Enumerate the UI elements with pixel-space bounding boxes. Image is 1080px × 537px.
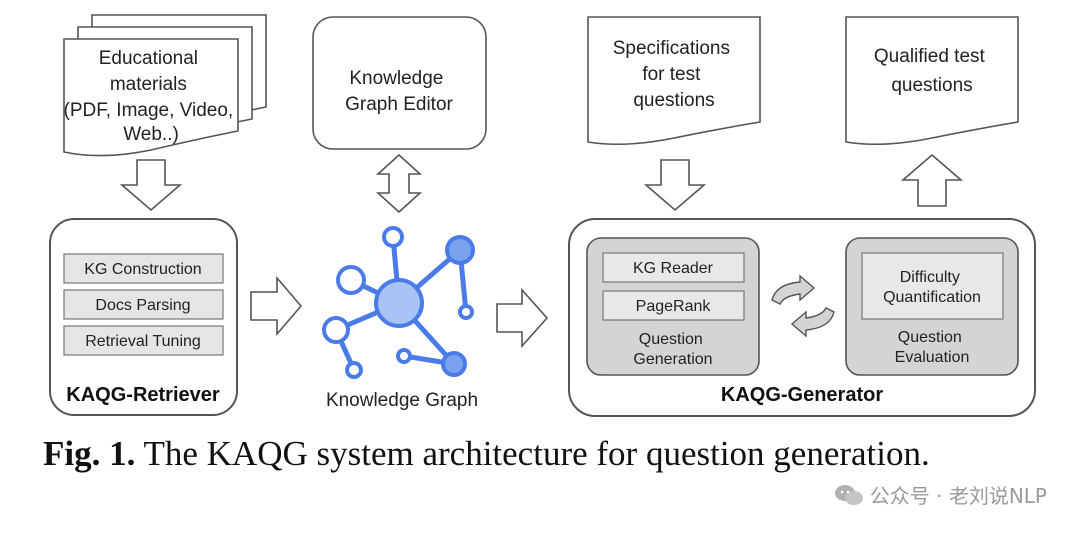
graph-node: [458, 304, 474, 320]
generator-item-box: [602, 252, 745, 283]
specs-line-3: questions: [633, 90, 714, 111]
generator-item-box: [602, 290, 745, 321]
qualified-line-1: Qualified test: [874, 46, 986, 67]
wechat-icon: [834, 484, 863, 505]
materials-label: Educational materials (PDF, Image, Video…: [64, 48, 239, 145]
cycle-arrows-icon: [771, 274, 835, 338]
question-generation-line-1: Question: [639, 331, 703, 348]
editor-line-2: Graph Editor: [345, 94, 453, 115]
knowledge-graph-label: Knowledge Graph: [326, 390, 478, 411]
svg-text:Qualified test questions: Qualified test questions: [874, 46, 990, 96]
materials-line-3: (PDF, Image, Video,: [64, 100, 234, 121]
graph-node: [396, 348, 412, 364]
graph-node: [441, 351, 467, 377]
qualified-questions-doc: Qualified test questions: [845, 16, 1019, 146]
figure-caption: Fig. 1. The KAQG system architecture for…: [43, 432, 1046, 476]
svg-text:Question Generation: Question Generation: [633, 331, 712, 368]
difficulty-line-1: Difficulty: [900, 269, 960, 286]
retriever-item-box: [63, 253, 224, 284]
question-evaluation-line-1: Question: [898, 329, 962, 346]
watermark: 公众号 · 老刘说NLP: [834, 480, 1047, 509]
retriever-item-box: [63, 289, 224, 320]
svg-text:Difficulty Quantificat: Difficulty Quantification: [883, 269, 981, 306]
retriever-item-label: Retrieval Tuning: [85, 333, 201, 350]
knowledge-graph-editor-box: Knowledge Graph Editor: [312, 16, 487, 150]
question-evaluation-line-2: Evaluation: [895, 349, 970, 366]
graph-node: [322, 316, 350, 344]
caption-fig-label: Fig. 1.: [43, 434, 136, 473]
materials-line-1: Educational: [99, 48, 198, 69]
svg-text:Question Evaluation: Question Evaluation: [895, 329, 970, 366]
generator-title: KAQG-Generator: [721, 384, 883, 406]
generator-item-label: KG Reader: [633, 260, 714, 277]
qualified-line-2: questions: [891, 75, 972, 96]
down-arrow-icon: [643, 159, 707, 212]
kaqg-retriever-box: KG Construction Docs Parsing Retrieval T…: [49, 218, 238, 416]
retriever-item-label: Docs Parsing: [95, 297, 190, 314]
graph-node: [374, 278, 424, 328]
caption-text: The KAQG system architecture for questio…: [143, 434, 930, 473]
educational-materials-docs: Educational materials (PDF, Image, Video…: [63, 14, 267, 157]
question-generation-line-2: Generation: [633, 351, 712, 368]
difficulty-quantification-box: [861, 252, 1004, 320]
specifications-doc: Specifications for test questions: [587, 16, 761, 146]
up-down-arrow-icon: [375, 153, 423, 214]
specs-line-2: for test: [642, 64, 701, 85]
up-arrow-icon: [900, 153, 964, 207]
specs-line-1: Specifications: [613, 38, 730, 59]
materials-line-4: Web..): [123, 124, 179, 145]
svg-text:Knowledge Graph Editor: Knowledge Graph Editor: [345, 68, 453, 115]
graph-node: [336, 265, 366, 295]
graph-node: [345, 361, 363, 379]
retriever-title: KAQG-Retriever: [66, 384, 220, 406]
editor-line-1: Knowledge: [349, 68, 443, 89]
graph-node: [382, 226, 404, 248]
svg-text:Specifications for test: Specifications for test questions: [613, 38, 736, 111]
question-generation-panel: KG Reader PageRank Question Generation: [586, 237, 760, 376]
kaqg-generator-box: KG Reader PageRank Question Generation D…: [568, 218, 1036, 417]
right-arrow-icon: [250, 275, 303, 337]
question-evaluation-panel: Difficulty Quantification Question Evalu…: [845, 237, 1019, 376]
graph-node: [445, 235, 475, 265]
materials-line-2: materials: [110, 74, 187, 95]
difficulty-line-2: Quantification: [883, 289, 981, 306]
retriever-item-box: [63, 325, 224, 356]
down-arrow-icon: [119, 159, 183, 212]
generator-item-label: PageRank: [636, 298, 712, 315]
retriever-item-label: KG Construction: [84, 261, 201, 278]
watermark-text: 公众号 · 老刘说NLP: [869, 484, 1047, 508]
right-arrow-icon: [496, 287, 549, 349]
